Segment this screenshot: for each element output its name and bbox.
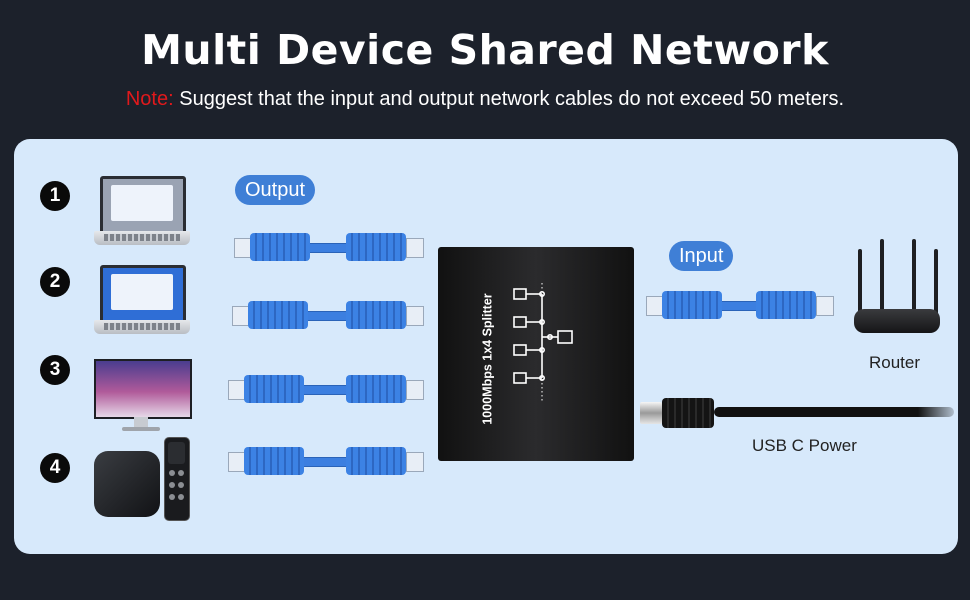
ethernet-cable-icon [228,375,424,403]
usb-c-cable-icon [640,398,970,428]
network-splitter: 1000Mbps 1x4 Splitter [438,247,634,461]
input-label: Input [669,241,734,271]
device-number-4: 4 [40,453,70,483]
splitter-label: 1000Mbps 1x4 Splitter [481,293,495,425]
laptop-icon [94,176,190,248]
device-number-1: 1 [40,181,70,211]
ethernet-cable-icon [228,447,424,475]
note-text: Suggest that the input and output networ… [173,88,845,110]
tv-box-icon [94,437,190,521]
laptop-icon [94,265,190,337]
note-label: Note: [125,88,174,110]
ethernet-cable-icon [646,291,834,319]
usb-c-power-label: USB C Power [752,436,857,455]
monitor-icon [94,359,192,433]
remote-icon [164,437,190,521]
router-icon [854,239,944,335]
ethernet-cable-icon [234,233,424,261]
diagram-panel: 1 2 3 4 Output Input [14,139,958,554]
ethernet-cable-icon [232,301,424,329]
network-topology-icon [513,283,573,403]
page-title: Multi Device Shared Network [141,26,829,74]
device-number-3: 3 [40,355,70,385]
device-number-2: 2 [40,267,70,297]
output-label: Output [235,175,316,205]
note-line: Note: Suggest that the input and output … [0,88,970,111]
router-label: Router [869,353,921,372]
